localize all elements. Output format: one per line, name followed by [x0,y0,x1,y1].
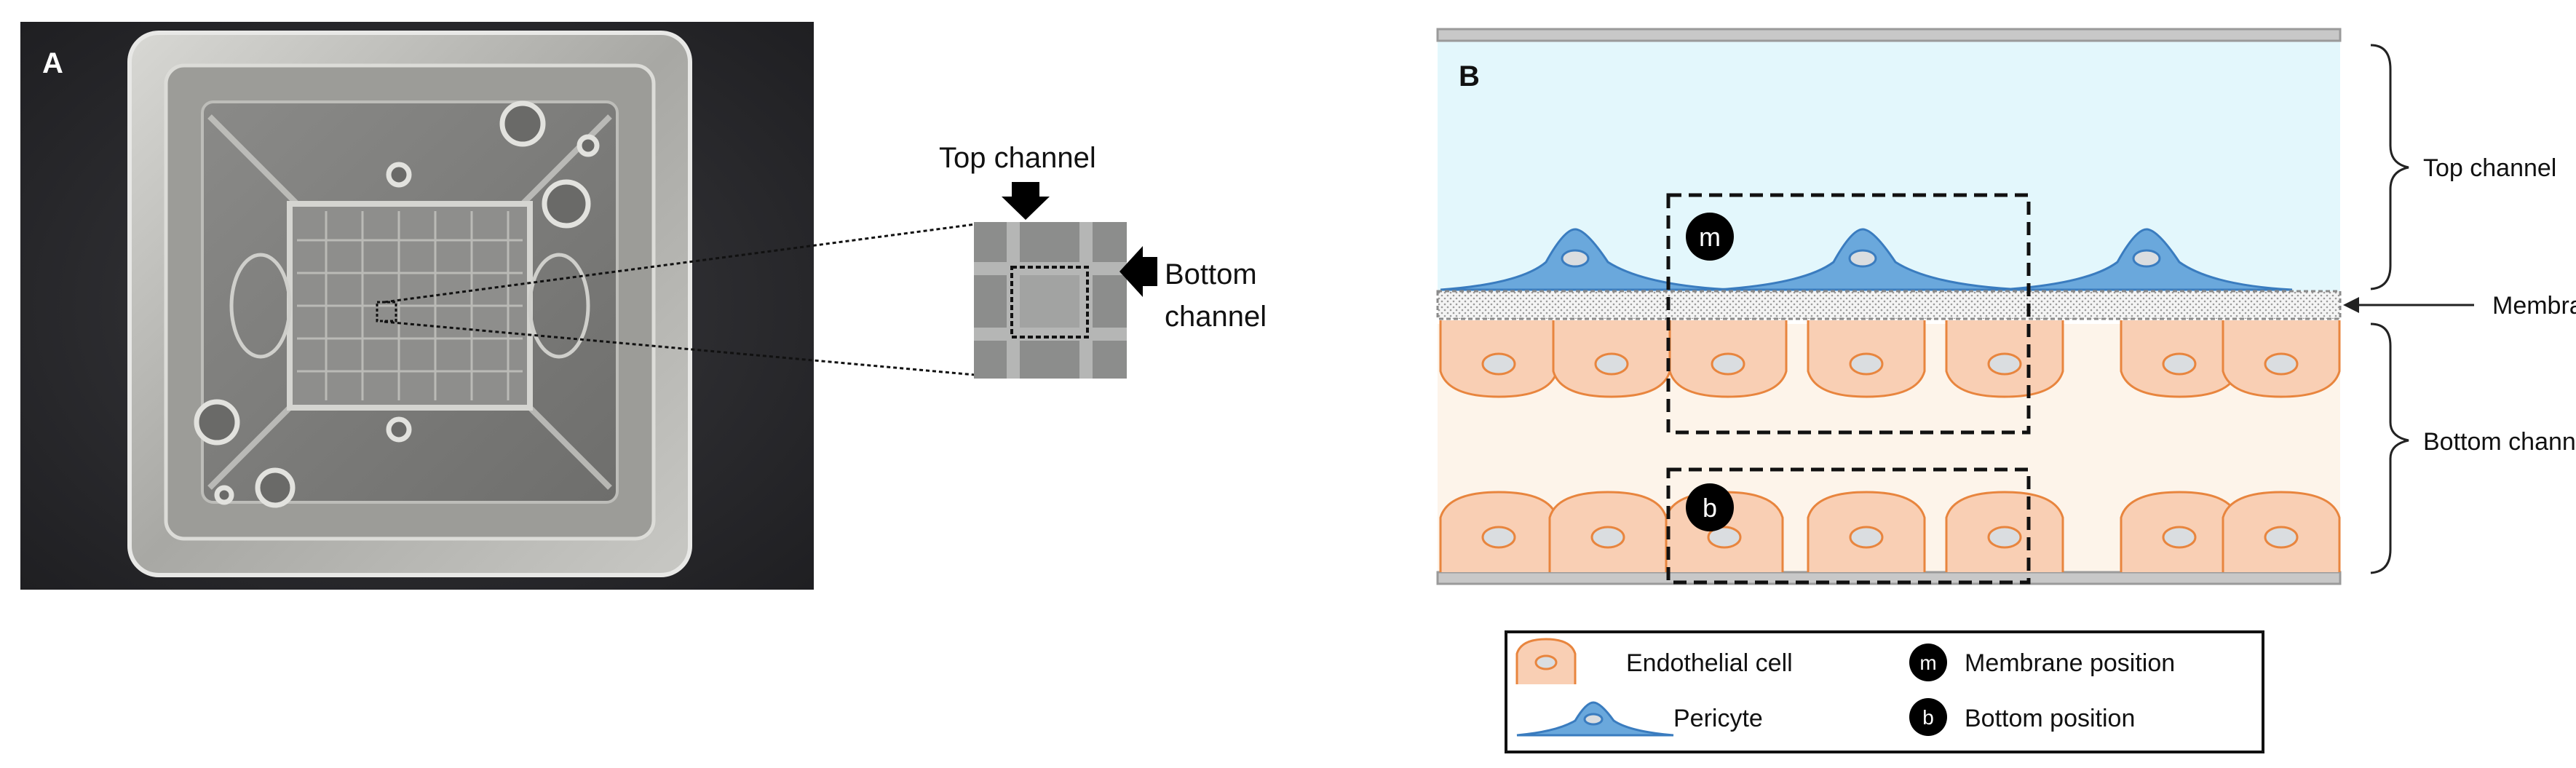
membrane-side-label: Membrane [2492,292,2576,320]
porous-membrane [1436,290,2342,320]
membrane-pointer-arrow-icon [2343,297,2359,313]
panel-a-label: A [42,47,63,79]
endothelial-row-bottom [1439,491,2341,574]
top-channel-arrow-icon [1002,182,1050,220]
channel-left [229,253,292,359]
legend-bottom-position-label: Bottom position [1965,705,2135,732]
membrane-grid [297,211,523,400]
bottom-position-box [1666,467,2031,585]
membrane-position-box [1666,193,2031,435]
channel-schematic: B [1436,28,2576,753]
chip-photo: A [20,22,814,590]
legend-membrane-position-label: Membrane position [1965,649,2175,677]
bottom-position-marker [1686,483,1734,531]
pericyte-nuclei [1561,249,2161,268]
zoom-connectors [384,223,976,376]
bottom-channel-brace [2370,322,2409,574]
top-channel-brace [2370,44,2409,290]
panel-b-label: B [1459,60,1480,92]
zoom-line-top [384,223,976,304]
legend-marker-b [1909,698,1947,736]
legend-marker-m [1909,644,1947,681]
endothelial-row-membrane [1439,319,2341,398]
legend-endothelial-label: Endothelial cell [1626,649,1793,677]
zoom-bottom-channel-label-1: Bottom [1165,258,1257,290]
zoom-bottom-channel-label-2: channel [1165,301,1267,333]
zoom-inset [974,222,1127,379]
bottom-channel-arrow-icon [1119,246,1157,297]
zoom-annotations: Top channel Bottom channel [939,142,1267,333]
bottom-position-marker-label: b [1703,493,1717,523]
zoom-inset-cell [1020,275,1079,328]
legend-pericyte-icon [1516,701,1674,737]
chip-ribs [207,114,612,490]
legend-pericyte-label: Pericyte [1673,705,1763,732]
channel-right [528,253,590,359]
legend-marker-m-label: m [1919,652,1936,674]
membrane-position-marker [1686,213,1734,261]
top-channel-side-label: Top channel [2423,154,2556,182]
bottom-channel-side-label: Bottom channel [2423,428,2576,456]
legend-marker-b-label: b [1922,706,1934,729]
chip-ports [194,100,600,508]
zoom-line-bottom [384,320,976,376]
zoom-top-channel-label: Top channel [939,142,1096,174]
legend-endothelial-icon [1515,638,1577,684]
zoom-inset-dashed-box [1010,266,1089,339]
membrane-position-marker-label: m [1699,222,1721,252]
top-wall [1436,28,2342,42]
